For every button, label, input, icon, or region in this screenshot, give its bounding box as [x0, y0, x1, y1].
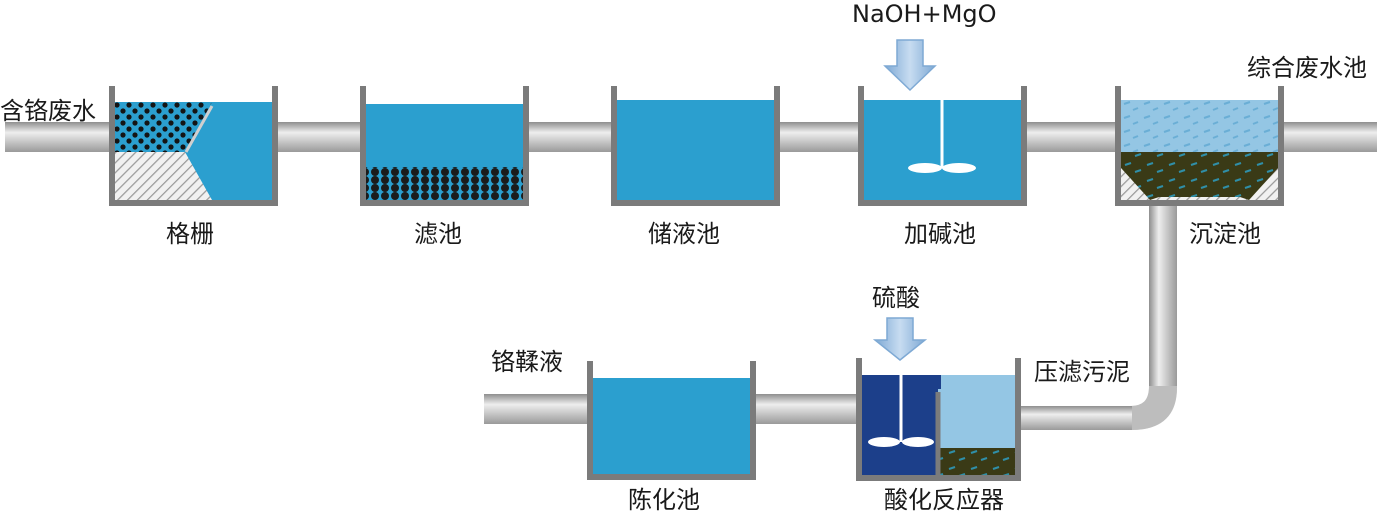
- sludge-pipe: [1020, 204, 1177, 430]
- storage-tank-label: 储液池: [648, 220, 720, 248]
- inlet-label: 含铬废水: [0, 97, 96, 125]
- pipe-filter-to-storage: [527, 122, 613, 152]
- top-pipes: [5, 122, 1377, 152]
- reactor-blade-right: [902, 437, 934, 447]
- settling-tank: [1115, 86, 1284, 206]
- pipe-alkali-to-settling: [1024, 122, 1117, 152]
- outlet-pipe-bottom: [484, 394, 588, 424]
- aging-tank-label: 陈化池: [628, 486, 700, 514]
- aging-tank: [587, 361, 756, 480]
- inlet-pipe: [5, 122, 111, 152]
- filter-tank: [360, 86, 529, 206]
- filter-tank-label: 滤池: [414, 220, 462, 248]
- acid-reagent-label: 硫酸: [872, 284, 920, 312]
- pipe-reactor-to-aging: [755, 394, 859, 424]
- bottom-pipes: [484, 394, 859, 424]
- outlet-top-label: 综合废水池: [1247, 54, 1367, 82]
- grille-label: 格栅: [166, 220, 214, 248]
- outlet-pipe-top: [1281, 122, 1377, 152]
- mixer-blade-right: [942, 163, 976, 173]
- pipe-storage-to-alkali: [778, 122, 860, 152]
- settling-tank-label: 沉淀池: [1189, 220, 1261, 248]
- acidification-reactor-label: 酸化反应器: [884, 486, 1004, 514]
- mixer-blade-left: [908, 163, 942, 173]
- reactor-blade-left: [868, 437, 900, 447]
- storage-tank: [611, 86, 780, 206]
- alkali-dosing-arrow: [883, 39, 937, 92]
- pipe-grille-to-filter: [276, 122, 362, 152]
- alkali-reagent-label: NaOH+MgO: [852, 0, 997, 28]
- outlet-bottom-label: 铬鞣液: [491, 348, 563, 376]
- grille-tank: [109, 86, 278, 206]
- acidification-reactor: [856, 356, 1021, 481]
- acid-dosing-arrow: [872, 317, 928, 361]
- sludge-label: 压滤污泥: [1034, 358, 1130, 386]
- alkali-tank: [858, 84, 1027, 206]
- alkali-tank-label: 加碱池: [904, 220, 976, 248]
